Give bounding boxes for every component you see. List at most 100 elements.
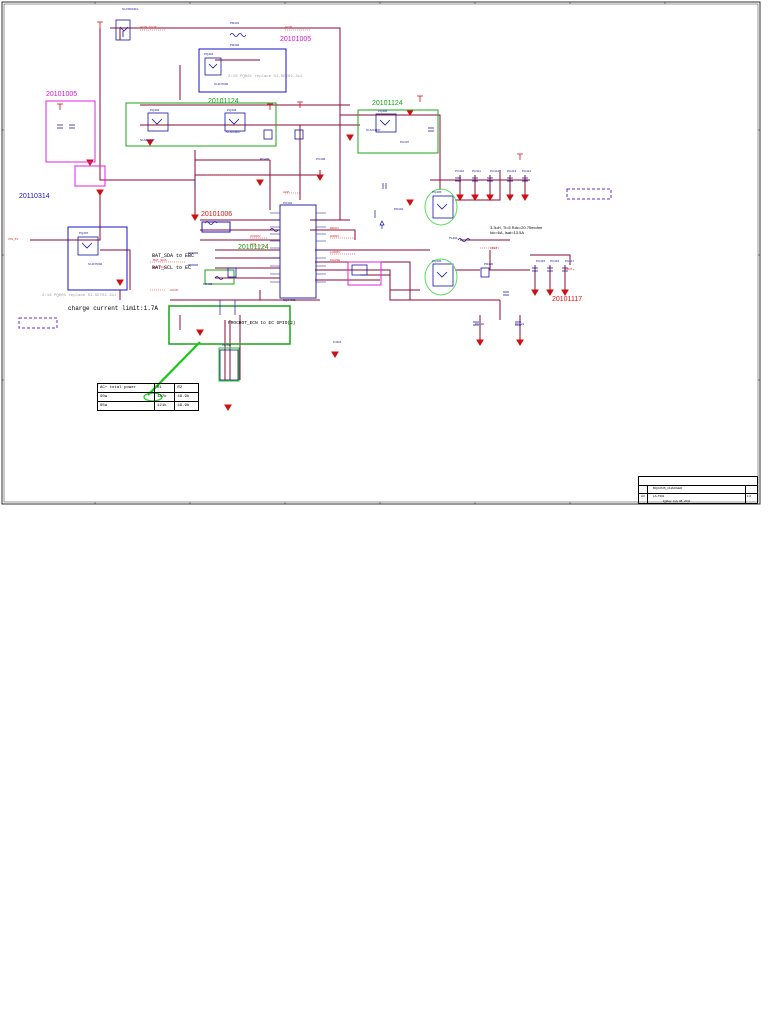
revision-number: 1.0 bbox=[747, 494, 752, 498]
revision-stamp: 20101124 bbox=[208, 98, 239, 105]
table-header-cell: R2 bbox=[174, 383, 199, 393]
svg-text:BAT_SDA: BAT_SDA bbox=[153, 258, 166, 262]
inductor-spec-note: 3.3uH, Ti=5 Rdc=20.75mohm Idc=6A, Isat=1… bbox=[490, 225, 543, 235]
svg-text:PC420: PC420 bbox=[475, 322, 485, 326]
svg-text:PR420: PR420 bbox=[484, 262, 494, 266]
svg-text:PC415: PC415 bbox=[536, 259, 546, 263]
replace-note-left: 2/16 PQ001 replace SI.SE702.311 bbox=[42, 294, 117, 298]
svg-text:ACOK: ACOK bbox=[170, 288, 179, 292]
table-cell: 121k bbox=[154, 401, 176, 411]
revision-stamp: 20101005 bbox=[280, 36, 312, 43]
svg-text:PQ406: PQ406 bbox=[432, 259, 442, 263]
table-cell: 49.9k bbox=[174, 401, 199, 411]
svg-text:SI.AO4407: SI.AO4407 bbox=[226, 130, 241, 134]
svg-text:PQ407: PQ407 bbox=[79, 231, 89, 235]
svg-text:PJ401: PJ401 bbox=[333, 340, 342, 344]
zone-ticks bbox=[2, 2, 760, 504]
ac-power-table: AC+ total power R1 R2 90w 187k 49.9k 65w… bbox=[96, 383, 199, 411]
table-row: 65w 121k 49.9k bbox=[96, 401, 199, 411]
svg-text:PC411: PC411 bbox=[472, 169, 481, 173]
svg-text:PU401: PU401 bbox=[283, 201, 293, 205]
svg-text:BQ24725: BQ24725 bbox=[283, 298, 296, 302]
net-names: ACIN_SLOT ACIN ACDRV ACN REGN HIDRV LODRV PH… bbox=[8, 25, 575, 292]
revision-stamp: 20110314 bbox=[19, 193, 50, 200]
sheet-date: Friday, July 08, 2011 bbox=[663, 499, 691, 503]
svg-text:ACDRV: ACDRV bbox=[250, 234, 260, 238]
svg-text:PHASE: PHASE bbox=[330, 258, 340, 262]
svg-text:PC417: PC417 bbox=[565, 259, 575, 263]
svg-text:ACIN: ACIN bbox=[285, 25, 292, 29]
size-label: A3 bbox=[641, 494, 645, 498]
ground-symbols bbox=[86, 109, 569, 411]
svg-text:PL401: PL401 bbox=[449, 236, 458, 240]
revision-stamp: 20101124 bbox=[238, 244, 269, 251]
svg-text:PQ403: PQ403 bbox=[227, 108, 237, 112]
revision-stamp: 20101124 bbox=[372, 100, 403, 107]
revision-stamp: 20101117 bbox=[552, 296, 583, 303]
svg-text:SI.AO4407: SI.AO4407 bbox=[140, 138, 155, 142]
svg-text:PR401: PR401 bbox=[230, 21, 240, 25]
document-number: LA-7301 bbox=[653, 494, 665, 498]
svg-text:PQ405: PQ405 bbox=[432, 190, 442, 194]
mosfet-components bbox=[77, 19, 490, 381]
bat-sda-note: BAT_SDA to EBC bbox=[152, 253, 195, 259]
svg-text:SI.PJD6401-: SI.PJD6401- bbox=[122, 7, 139, 11]
charger-ic bbox=[270, 204, 326, 299]
svg-text:PQ404: PQ404 bbox=[378, 109, 388, 113]
svg-text:PQ402: PQ402 bbox=[150, 108, 160, 112]
svg-text:VBAT+: VBAT+ bbox=[565, 267, 575, 271]
svg-text:PC416: PC416 bbox=[550, 259, 560, 263]
prochot-note: PROCHOT_ECN to EC GPIO(2) bbox=[228, 321, 296, 326]
table-cell: 90w bbox=[96, 392, 156, 402]
svg-text:PC407: PC407 bbox=[400, 140, 410, 144]
svg-text:SI.2N7002: SI.2N7002 bbox=[214, 82, 229, 86]
highlight-ring-1 bbox=[424, 188, 458, 226]
net-labels-lines bbox=[140, 29, 500, 291]
power-wires bbox=[30, 27, 571, 380]
svg-text:VBAT: VBAT bbox=[490, 246, 498, 250]
annotation-boxes bbox=[18, 48, 612, 382]
svg-text:REGN: REGN bbox=[330, 226, 339, 230]
sheet-title: BQ24725_CHARGER bbox=[653, 486, 683, 490]
charge-current-note: charge current limit:1.7A bbox=[68, 305, 159, 312]
replace-note-top: 2/16 PQ001 replace SI.SE702.311 bbox=[228, 75, 303, 79]
table-cell: 65w bbox=[96, 401, 156, 411]
table-header-row: AC+ total power R1 R2 bbox=[96, 383, 199, 393]
svg-text:LODRV: LODRV bbox=[330, 250, 340, 254]
table-header-cell: R1 bbox=[154, 383, 176, 393]
svg-text:HIDRV: HIDRV bbox=[330, 234, 339, 238]
svg-text:VIN_5V: VIN_5V bbox=[8, 237, 18, 241]
svg-text:ACN: ACN bbox=[250, 242, 256, 246]
svg-text:PC440: PC440 bbox=[222, 343, 232, 347]
highlight-ring-2 bbox=[424, 258, 458, 296]
revision-stamp: 20101005 bbox=[46, 91, 78, 98]
svg-text:PC405: PC405 bbox=[260, 157, 270, 161]
svg-text:PC421: PC421 bbox=[515, 322, 525, 326]
svg-text:PR402: PR402 bbox=[230, 43, 240, 47]
svg-text:PC412: PC412 bbox=[490, 169, 500, 173]
svg-text:BAT_SCL: BAT_SCL bbox=[153, 265, 166, 269]
table-row: 90w 187k 49.9k bbox=[96, 392, 199, 402]
passives bbox=[57, 33, 568, 326]
revision-stamp: 20101006 bbox=[201, 211, 233, 218]
rail-arrows bbox=[57, 21, 523, 160]
sheet-border bbox=[1, 1, 761, 505]
svg-text:PC410: PC410 bbox=[455, 169, 465, 173]
svg-text:PC406: PC406 bbox=[316, 157, 326, 161]
svg-text:PD401: PD401 bbox=[394, 207, 404, 211]
svg-text:PQ401: PQ401 bbox=[204, 52, 214, 56]
table-cell: 187k bbox=[154, 392, 176, 402]
bat-scl-note: BAT_SCL to EC bbox=[152, 265, 192, 271]
svg-text:PC414: PC414 bbox=[522, 169, 532, 173]
table-header-cell: AC+ total power bbox=[96, 383, 156, 393]
svg-text:PR430: PR430 bbox=[203, 282, 213, 286]
svg-text:ACP: ACP bbox=[283, 190, 289, 194]
svg-text:SI.2N7002: SI.2N7002 bbox=[88, 262, 103, 266]
title-block: BQ24725_CHARGER A3 LA-7301 1.0 Friday, J… bbox=[638, 476, 758, 504]
svg-text:ACIN_SLOT: ACIN_SLOT bbox=[140, 25, 157, 29]
svg-text:PC413: PC413 bbox=[507, 169, 517, 173]
svg-text:SI.AO4407: SI.AO4407 bbox=[366, 128, 381, 132]
